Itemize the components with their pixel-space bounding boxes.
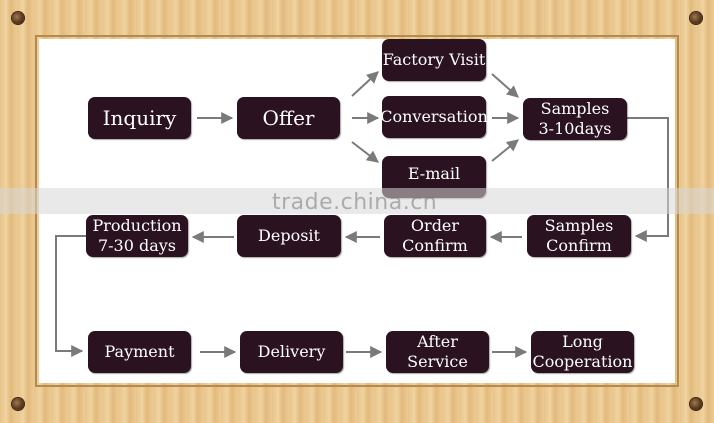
arrow-offer-email [351, 141, 379, 163]
node-deposit: Deposit [237, 215, 341, 257]
screw-top-right [690, 12, 702, 24]
watermark-band [0, 188, 714, 214]
node-conversation: Conversation [380, 96, 488, 138]
arrow-factory-samples [491, 73, 519, 98]
node-deposit-label: Deposit [258, 226, 320, 245]
node-factory-visit: Factory Visit [382, 39, 486, 81]
node-after-service: After Service [386, 331, 489, 373]
node-order-confirm-label: Order Confirm [402, 216, 468, 255]
arrow-production-payment [55, 235, 86, 357]
node-payment-label: Payment [104, 342, 175, 361]
node-factory-visit-label: Factory Visit [382, 50, 486, 69]
node-production-label: Production 7-30 days [92, 216, 182, 255]
node-after-service-label: After Service [407, 332, 468, 371]
node-long-cooperation-label: Long Cooperation [532, 332, 633, 371]
arrow-samples-samplesconfirm [627, 117, 669, 242]
screw-bottom-right [690, 398, 702, 410]
node-production: Production 7-30 days [86, 215, 188, 257]
arrow-offer-factory [351, 71, 379, 97]
node-delivery-label: Delivery [257, 342, 326, 361]
node-conversation-label: Conversation [380, 107, 488, 126]
node-offer-label: Offer [262, 106, 315, 130]
screw-bottom-left [12, 398, 24, 410]
node-inquiry-label: Inquiry [102, 106, 177, 130]
node-samples-label: Samples 3-10days [538, 99, 612, 138]
node-samples-confirm: Samples Confirm [527, 215, 631, 257]
node-delivery: Delivery [240, 331, 343, 373]
node-offer: Offer [237, 97, 340, 139]
node-samples: Samples 3-10days [523, 98, 627, 140]
node-email-label: E-mail [407, 164, 461, 183]
node-payment: Payment [88, 331, 191, 373]
node-samples-confirm-label: Samples Confirm [544, 216, 614, 255]
node-inquiry: Inquiry [88, 97, 191, 139]
arrow-email-samples [491, 139, 519, 162]
screw-top-left [12, 12, 24, 24]
watermark-text: trade.china.cn [272, 190, 438, 215]
node-long-cooperation: Long Cooperation [531, 331, 634, 373]
node-order-confirm: Order Confirm [384, 215, 486, 257]
